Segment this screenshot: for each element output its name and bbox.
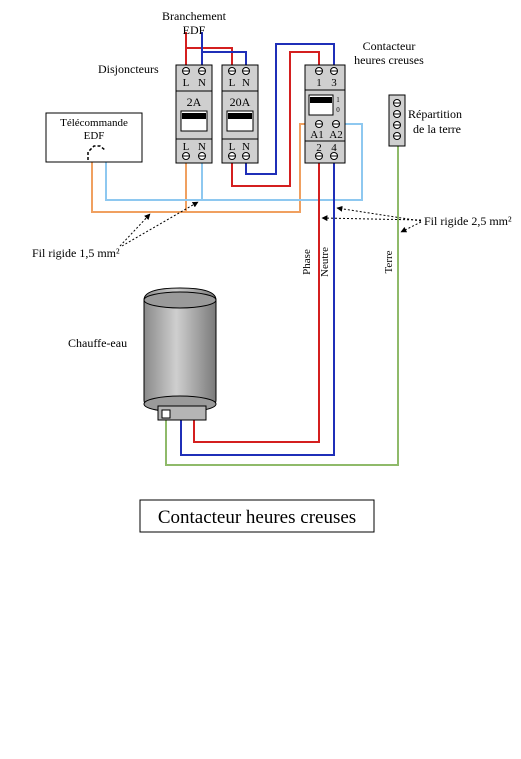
breaker-2a-toggle[interactable]	[182, 113, 206, 119]
contactor-a1: A1	[310, 129, 323, 141]
breaker-2a-rating: 2A	[187, 95, 202, 109]
phase-label: Phase	[301, 249, 313, 275]
breaker-20a-bottom-l: L	[229, 141, 236, 153]
contactor-switch[interactable]	[310, 97, 332, 103]
remote-neutre-wire	[105, 162, 203, 201]
telecommande-label-1: Télécommande	[60, 117, 128, 129]
chauffe-eau-tank	[143, 287, 217, 421]
neutre-label: Neutre	[319, 247, 331, 277]
breaker-20a: L N 20A L N	[221, 64, 259, 164]
arrow-fil15-to-orange	[119, 213, 151, 247]
breaker-2a-top-n: N	[198, 77, 206, 89]
breaker-20a-rating: 20A	[230, 95, 251, 109]
contactor-switch-0: 0	[336, 106, 340, 114]
breaker-2a-top-l: L	[183, 77, 190, 89]
caption-box: Contacteur heures creuses	[139, 499, 375, 533]
breaker-2a: L N 2A L N	[175, 64, 213, 164]
breaker-20a-top-l: L	[229, 77, 236, 89]
branchement-label-2: EDF	[183, 23, 206, 37]
breaker20-n-to-contactor-wire	[245, 43, 335, 175]
caption-text: Contacteur heures creuses	[158, 507, 356, 528]
arrow-fil25-to-phase	[321, 215, 422, 222]
remote-switch-icon	[87, 145, 106, 160]
contactor-t1: 1	[316, 77, 322, 89]
branchement-label-1: Branchement	[162, 9, 227, 23]
arrow-fil15-to-blue	[121, 201, 199, 247]
contactor-t4: 4	[331, 142, 337, 154]
repartition-label-2: de la terre	[413, 122, 461, 136]
breaker-2a-bottom-n: N	[198, 141, 206, 153]
pointer-arrows	[119, 201, 422, 247]
telecommande-label-2: EDF	[84, 130, 105, 142]
breaker-20a-top-n: N	[242, 77, 250, 89]
fil-25-label: Fil rigide 2,5 mm²	[424, 214, 512, 228]
feed-phase-wire	[185, 32, 233, 66]
contacteur: 1 3 1 0 A1 A2 2 4	[304, 64, 346, 164]
breaker-20a-bottom-n: N	[242, 141, 250, 153]
remote-phase-wire	[91, 162, 187, 213]
contactor-t2: 2	[316, 142, 322, 154]
contactor-t3: 3	[331, 77, 337, 89]
contactor-switch-1: 1	[336, 96, 340, 104]
disjoncteurs-label: Disjoncteurs	[98, 62, 159, 76]
telecommande-box: Télécommande EDF	[45, 112, 143, 163]
phase-to-heater-wire	[193, 162, 320, 443]
arrow-fil25-to-terre	[400, 221, 422, 233]
neutre-to-heater-wire	[180, 162, 335, 456]
terre-label: Terre	[383, 250, 395, 273]
contactor-a2: A2	[329, 129, 342, 141]
repartition-terre-block	[388, 94, 406, 147]
feed-neutre-wire	[201, 32, 247, 66]
chauffe-eau-label: Chauffe-eau	[68, 336, 127, 350]
breaker-2a-bottom-l: L	[183, 141, 190, 153]
fil-15-label: Fil rigide 1,5 mm²	[32, 246, 120, 260]
arrow-fil25-to-neutre	[336, 205, 422, 222]
contacteur-label-2: heures creuses	[354, 53, 424, 67]
wires	[91, 32, 399, 466]
terre-to-heater-wire	[165, 145, 399, 466]
coil-a2-wire	[202, 123, 363, 201]
breaker20-l-to-contactor-wire	[231, 51, 320, 187]
breaker-20a-toggle[interactable]	[228, 113, 252, 119]
repartition-label-1: Répartition	[408, 107, 462, 121]
contacteur-label-1: Contacteur	[363, 39, 416, 53]
